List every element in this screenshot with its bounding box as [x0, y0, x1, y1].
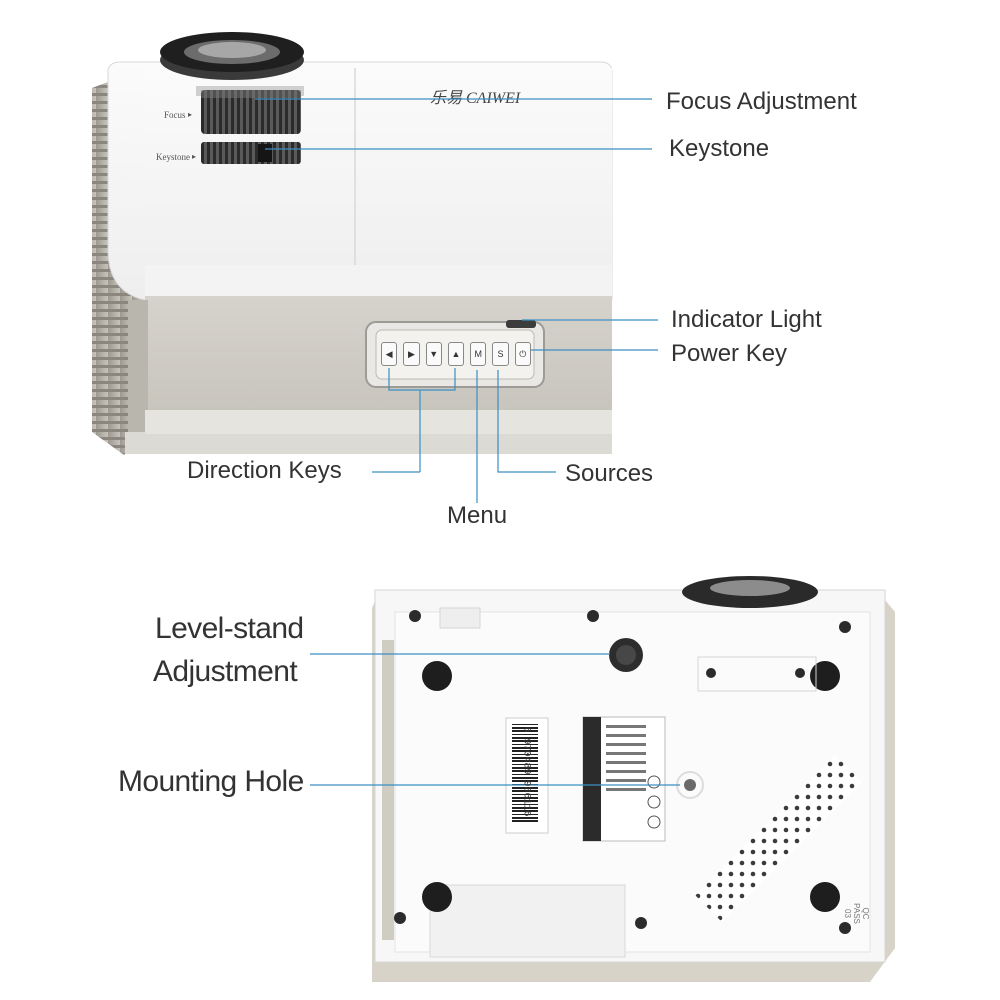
- keypad-buttons: ◀ ▶ ▼ ▲ M S ⏻: [381, 342, 531, 370]
- qc-mark-line1: QC: [860, 907, 870, 920]
- barcode-number: 6 970489 986116: [520, 726, 532, 817]
- down-key: ▼: [425, 342, 442, 366]
- callout-level-stand-line1: Level-stand: [155, 612, 304, 645]
- callout-focus-adjustment: Focus Adjustment: [666, 88, 857, 115]
- lens: [160, 32, 304, 80]
- left-key: ◀: [381, 342, 398, 366]
- callout-keystone: Keystone: [669, 135, 770, 162]
- projector-bottom-view: [372, 576, 895, 982]
- callout-menu: Menu: [447, 502, 508, 529]
- callout-direction-keys: Direction Keys: [187, 457, 342, 484]
- right-key: ▶: [403, 342, 420, 366]
- keystone-arrow-icon: ▸: [192, 152, 197, 161]
- qc-pass-mark: QC PASS 03: [843, 903, 870, 924]
- menu-key: M: [470, 342, 487, 366]
- callout-level-stand-line2: Adjustment: [153, 655, 298, 688]
- power-key: ⏻: [514, 342, 531, 366]
- brand-logo: 乐易 CAIWEI: [430, 89, 521, 107]
- focus-arrow-icon: ▸: [188, 110, 193, 119]
- focus-wheel: [196, 86, 304, 134]
- keystone-wheel: [201, 142, 301, 164]
- source-key: S: [492, 342, 509, 366]
- svg-text:乐易 CAIWEI: 乐易 CAIWEI: [430, 89, 521, 107]
- projector-top-body: [107, 61, 613, 301]
- callout-lines-bottom: [310, 653, 680, 786]
- up-key: ▲: [447, 342, 465, 366]
- front-panel: [125, 296, 612, 454]
- keystone-mark: Keystone: [156, 152, 190, 162]
- callout-indicator-light: Indicator Light: [671, 306, 822, 333]
- callout-mounting-hole: Mounting Hole: [118, 765, 304, 798]
- qc-mark-line2: PASS: [851, 903, 861, 924]
- callout-lines-top: [255, 98, 658, 503]
- qc-mark-line3: 03: [842, 909, 852, 918]
- focus-mark: Focus: [164, 110, 186, 120]
- callout-power-key: Power Key: [671, 340, 788, 367]
- callout-sources: Sources: [565, 460, 654, 487]
